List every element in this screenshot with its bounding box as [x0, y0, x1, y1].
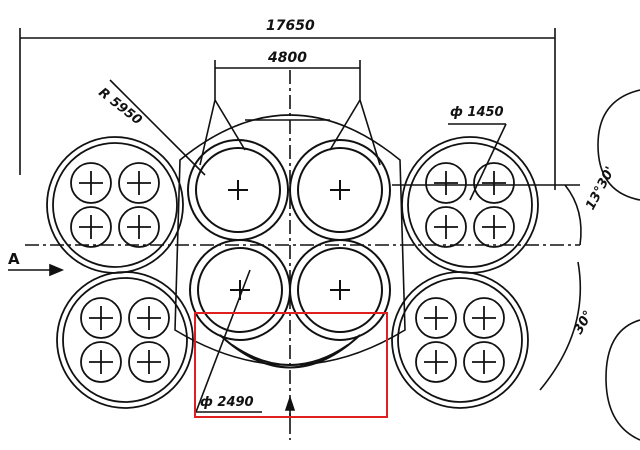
view-a-label: A [8, 250, 20, 268]
booster-nozzle [118, 162, 160, 204]
booster-group [46, 136, 539, 409]
overall-width-label: 17650 [266, 18, 315, 34]
booster-nozzle [425, 206, 467, 248]
booster-nozzle [118, 206, 160, 248]
booster-nozzle [70, 206, 112, 248]
booster-nozzle [80, 341, 122, 383]
booster-4 [391, 271, 529, 409]
booster-nozzle [463, 341, 505, 383]
center-engine-group [187, 139, 391, 369]
partial-shape-bottom-right [605, 319, 640, 441]
center-engine-4 [289, 239, 391, 341]
booster-2 [401, 136, 539, 274]
angle-arc-lower [539, 261, 582, 391]
booster-nozzle [463, 297, 505, 339]
booster-nozzle [80, 297, 122, 339]
booster-1 [46, 136, 184, 274]
highlight-box [194, 312, 388, 418]
booster-nozzle [128, 341, 170, 383]
booster-nozzle [415, 341, 457, 383]
booster-3 [56, 271, 194, 409]
booster-nozzle [473, 206, 515, 248]
booster-nozzle [415, 297, 457, 339]
booster-nozzle [70, 162, 112, 204]
booster-nozzle [128, 297, 170, 339]
radius-leader [109, 79, 206, 176]
small-diameter-label: ф 1450 [450, 105, 504, 120]
truss-structure [199, 99, 381, 166]
partial-shape-top-right [597, 89, 640, 201]
angle-arc-upper [564, 184, 582, 246]
large-diameter-label: ф 2490 [200, 395, 254, 410]
booster-nozzle [425, 162, 467, 204]
booster-nozzle [473, 162, 515, 204]
drawing-static-lines [8, 28, 640, 441]
center-width-label: 4800 [268, 50, 307, 66]
